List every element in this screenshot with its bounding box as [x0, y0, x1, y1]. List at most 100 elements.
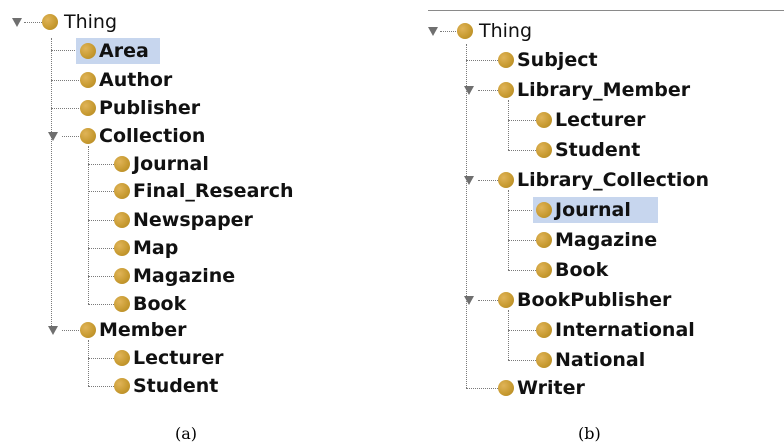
class-dot-icon — [457, 23, 473, 39]
connector-line — [440, 31, 458, 32]
tree-node-bookpublisher[interactable]: BookPublisher — [498, 287, 674, 313]
node-label: Book — [133, 292, 187, 315]
connector-line — [51, 38, 52, 330]
node-label: Area — [99, 39, 149, 62]
connector-line — [88, 191, 116, 192]
tree-node-writer[interactable]: Writer — [498, 375, 588, 401]
tree-node-international[interactable]: International — [536, 317, 698, 343]
triangle-down-icon[interactable] — [12, 18, 22, 27]
node-label: Student — [555, 138, 641, 161]
connector-line — [466, 60, 498, 61]
node-label: Thing — [479, 19, 533, 42]
tree-node-book[interactable]: Book — [536, 257, 611, 283]
connector-line — [466, 388, 498, 389]
class-dot-icon — [80, 100, 96, 116]
tree-node-subject[interactable]: Subject — [498, 47, 601, 73]
connector-line — [62, 136, 83, 137]
connector-line — [478, 90, 498, 91]
tree-node-book[interactable]: Book — [114, 291, 189, 317]
tree-node-member[interactable]: Member — [80, 317, 189, 343]
node-label: Thing — [64, 10, 118, 33]
tree-node-journal[interactable]: Journal — [536, 197, 634, 223]
node-label: Library_Member — [517, 78, 691, 101]
class-dot-icon — [114, 296, 130, 312]
tree-node-magazine[interactable]: Magazine — [114, 263, 238, 289]
connector-line — [88, 276, 116, 277]
class-dot-icon — [80, 128, 96, 144]
tree-node-student[interactable]: Student — [114, 373, 221, 399]
tree-node-publisher[interactable]: Publisher — [80, 95, 203, 121]
tree-node-area[interactable]: Area — [80, 38, 152, 64]
triangle-down-icon[interactable] — [464, 296, 474, 305]
triangle-down-icon[interactable] — [48, 132, 58, 141]
tree-node-author[interactable]: Author — [80, 67, 175, 93]
connector-line — [88, 248, 116, 249]
tree-node-lecturer[interactable]: Lecturer — [114, 345, 227, 371]
connector-line — [88, 304, 116, 305]
class-dot-icon — [114, 240, 130, 256]
tree-node-final-research[interactable]: Final_Research — [114, 178, 297, 204]
tree-node-magazine[interactable]: Magazine — [536, 227, 660, 253]
connector-line — [88, 386, 116, 387]
class-dot-icon — [498, 172, 514, 188]
connector-line — [508, 240, 536, 241]
node-label: Student — [133, 374, 219, 397]
node-label: Publisher — [99, 96, 201, 119]
node-label: National — [555, 348, 646, 371]
connector-line — [88, 340, 89, 386]
tree-node-lecturer[interactable]: Lecturer — [536, 107, 649, 133]
class-dot-icon — [498, 52, 514, 68]
tree-node-thing[interactable]: Thing — [457, 18, 535, 44]
tree-node-map[interactable]: Map — [114, 235, 181, 261]
triangle-down-icon[interactable] — [428, 27, 438, 36]
node-label: Subject — [517, 48, 598, 71]
triangle-down-icon[interactable] — [464, 86, 474, 95]
connector-line — [88, 146, 89, 304]
node-label: Book — [555, 258, 609, 281]
node-label: Magazine — [555, 228, 658, 251]
tree-node-newspaper[interactable]: Newspaper — [114, 207, 256, 233]
tree-node-student[interactable]: Student — [536, 137, 643, 163]
tree-node-journal[interactable]: Journal — [114, 151, 212, 177]
class-dot-icon — [536, 352, 552, 368]
tree-node-library-member[interactable]: Library_Member — [498, 77, 693, 103]
connector-line — [88, 358, 116, 359]
class-hierarchy-panel-a: Thing Area Author Publisher Collection J… — [0, 0, 380, 410]
class-dot-icon — [536, 142, 552, 158]
node-label: International — [555, 318, 695, 341]
node-label: Collection — [99, 124, 206, 147]
class-dot-icon — [498, 82, 514, 98]
node-label: Writer — [517, 376, 585, 399]
class-dot-icon — [498, 292, 514, 308]
tree-node-library-collection[interactable]: Library_Collection — [498, 167, 712, 193]
node-label: Lecturer — [133, 346, 224, 369]
caption-b: (b) — [578, 424, 601, 443]
class-dot-icon — [114, 212, 130, 228]
connector-line — [508, 360, 536, 361]
node-label: Final_Research — [133, 179, 294, 202]
connector-line — [508, 150, 536, 151]
connector-line — [478, 180, 498, 181]
node-label: Newspaper — [133, 208, 253, 231]
class-dot-icon — [80, 72, 96, 88]
node-label: Lecturer — [555, 108, 646, 131]
class-dot-icon — [536, 232, 552, 248]
tree-node-thing[interactable]: Thing — [42, 9, 120, 35]
caption-a: (a) — [175, 424, 198, 443]
node-label: Journal — [555, 198, 631, 221]
panel-divider — [428, 10, 784, 11]
node-label: Member — [99, 318, 187, 341]
class-dot-icon — [114, 268, 130, 284]
tree-node-national[interactable]: National — [536, 347, 648, 373]
node-label: BookPublisher — [517, 288, 672, 311]
node-label: Map — [133, 236, 179, 259]
class-dot-icon — [42, 14, 58, 30]
class-dot-icon — [114, 156, 130, 172]
class-dot-icon — [536, 262, 552, 278]
selection-highlight — [533, 197, 658, 223]
connector-line — [508, 120, 536, 121]
tree-node-collection[interactable]: Collection — [80, 123, 208, 149]
connector-line — [508, 190, 509, 270]
triangle-down-icon[interactable] — [464, 176, 474, 185]
triangle-down-icon[interactable] — [48, 326, 58, 335]
